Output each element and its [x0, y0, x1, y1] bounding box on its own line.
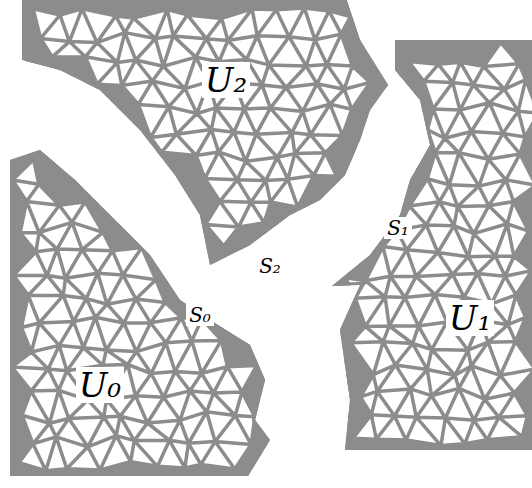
boundary-elements	[5, 0, 391, 277]
region-border	[22, 0, 388, 265]
boundary-name: S₂	[256, 255, 284, 277]
region-name: U₀	[76, 367, 124, 403]
mesh-edges	[5, 0, 391, 277]
boundary-name: S₁	[384, 217, 412, 239]
boundary-name: S₀	[186, 304, 214, 326]
region-name: U₁	[446, 300, 494, 336]
region-name: U₂	[202, 62, 250, 98]
